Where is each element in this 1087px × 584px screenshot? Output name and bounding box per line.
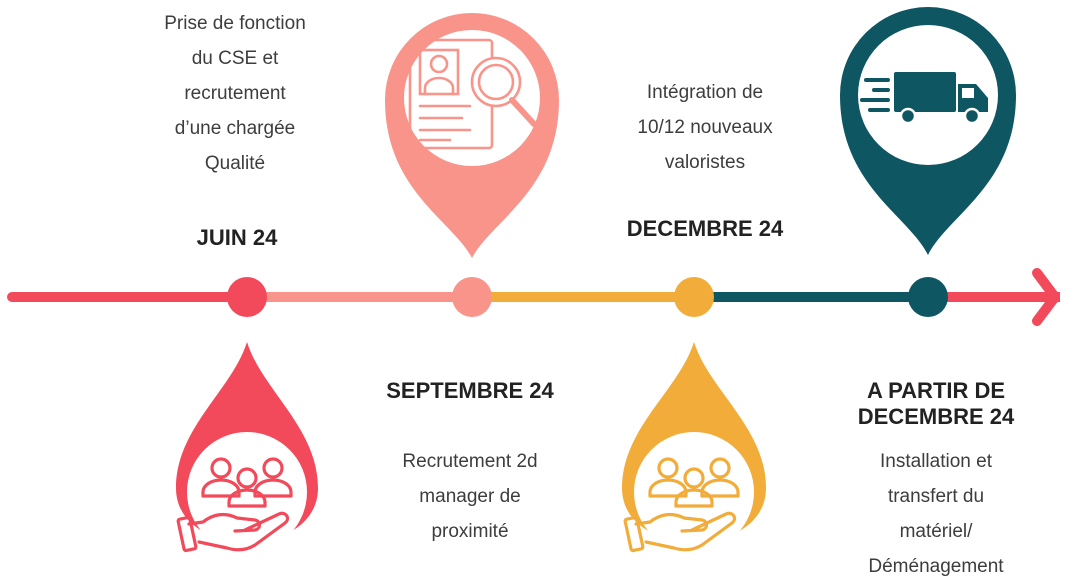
milestone-dot-3 <box>674 277 714 317</box>
milestone-dot-2 <box>452 277 492 317</box>
pin-marker-4 <box>840 7 1016 255</box>
desc-line: Recrutement 2d <box>402 451 538 472</box>
milestone-dot-1 <box>227 277 267 317</box>
desc-line: transfert du <box>887 486 985 507</box>
drop-marker-3 <box>622 342 766 553</box>
desc-line: Prise de fonction <box>164 13 306 34</box>
milestone-3-description: Intégration de 10/12 nouveaux valoristes <box>590 75 820 180</box>
desc-line: Intégration de <box>646 82 764 103</box>
desc-line: Qualité <box>204 153 266 174</box>
desc-line: valoristes <box>664 152 746 173</box>
date-line: A PARTIR DE <box>866 378 1006 403</box>
timeline-axis <box>7 268 1060 326</box>
desc-line: Déménagement <box>868 556 1004 577</box>
milestone-1-description: Prise de fonction du CSE et recrutement … <box>110 6 360 181</box>
desc-line: manager de <box>419 486 521 507</box>
milestone-4-description: Installation et transfert du matériel/ D… <box>826 444 1046 584</box>
milestone-2-description: Recrutement 2d manager de proximité <box>360 444 580 549</box>
milestone-1-date: JUIN 24 <box>196 225 278 250</box>
desc-line: recrutement <box>184 83 286 104</box>
desc-line: du CSE et <box>191 48 279 69</box>
date-line: DECEMBRE 24 <box>857 404 1015 429</box>
resume-search-icon <box>408 38 537 150</box>
drop-marker-1 <box>176 342 318 553</box>
timeline-arrowhead <box>1032 268 1060 326</box>
milestone-dot-4 <box>908 277 948 317</box>
delivery-truck-icon <box>860 72 988 125</box>
desc-line: Installation et <box>880 451 992 472</box>
desc-line: matériel/ <box>899 521 973 542</box>
desc-line: d’une chargée <box>174 118 296 139</box>
milestone-2-date: SEPTEMBRE 24 <box>386 378 554 403</box>
desc-line: 10/12 nouveaux <box>637 117 773 138</box>
milestone-3-date: DECEMBRE 24 <box>626 216 784 241</box>
pin-marker-2 <box>385 13 559 258</box>
desc-line: proximité <box>431 521 509 542</box>
milestone-4-date: A PARTIR DE DECEMBRE 24 <box>826 378 1046 430</box>
